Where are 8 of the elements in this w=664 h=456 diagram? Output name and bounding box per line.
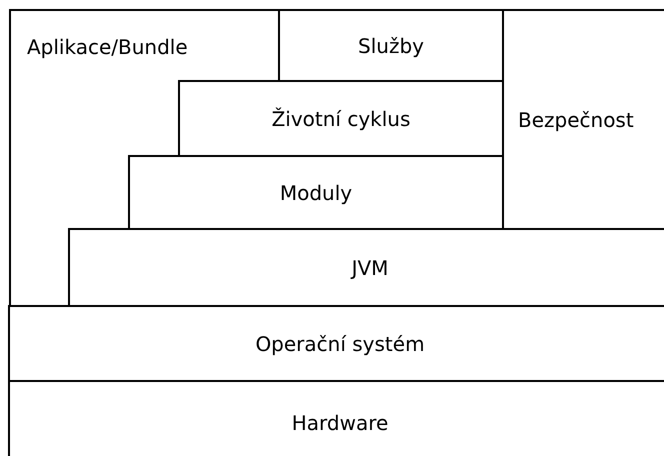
layer-label: Hardware [292,411,388,435]
layer-label: Služby [358,34,424,58]
layer-label: JVM [352,256,388,280]
layer-label: Bezpečnost [518,108,634,132]
layer-label: Aplikace/Bundle [27,35,188,59]
layer-label: Životní cyklus [272,106,410,130]
layer-label: Moduly [280,180,352,204]
layer-label: Operační systém [255,332,425,356]
